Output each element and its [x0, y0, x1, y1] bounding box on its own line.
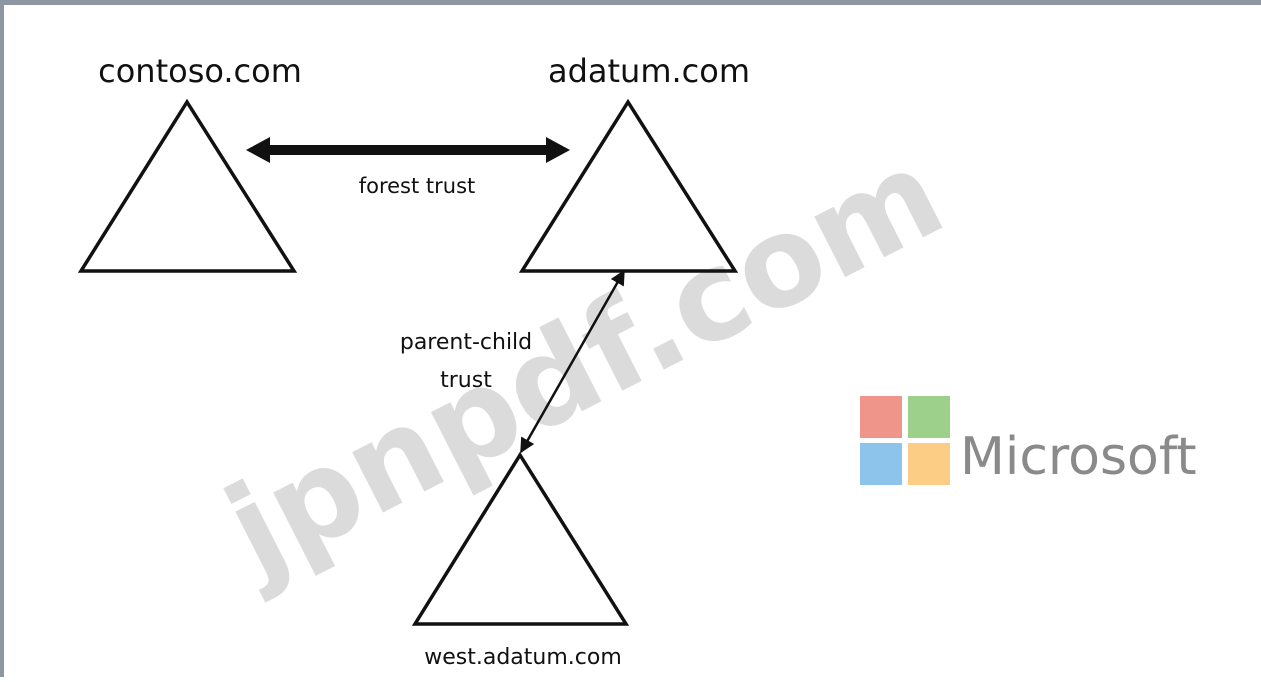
domain-triangle-contoso: [77, 98, 298, 273]
logo-square-blue: [860, 443, 902, 485]
watermark-text: jpnpdf.com: [201, 122, 965, 606]
forest-trust-arrow: [246, 137, 570, 163]
logo-square-yellow: [908, 443, 950, 485]
microsoft-logo: Microsoft: [860, 396, 1197, 487]
parent-child-trust-arrow: [519, 269, 626, 454]
domain-triangle-adatum: [518, 98, 739, 273]
domain-triangle-west: [411, 451, 630, 626]
parent-child-trust-label-line2: trust: [440, 368, 492, 393]
microsoft-logo-text: Microsoft: [960, 427, 1197, 487]
domain-label-west: west.adatum.com: [424, 645, 622, 670]
domain-label-adatum: adatum.com: [548, 52, 750, 90]
logo-square-green: [908, 396, 950, 438]
trust-diagram: jpnpdf.com contoso.com adatum.com forest…: [77, 52, 1197, 670]
domain-label-contoso: contoso.com: [98, 52, 302, 90]
forest-trust-label: forest trust: [359, 174, 476, 198]
logo-square-red: [860, 396, 902, 438]
parent-child-trust-label-line1: parent-child: [400, 330, 532, 355]
